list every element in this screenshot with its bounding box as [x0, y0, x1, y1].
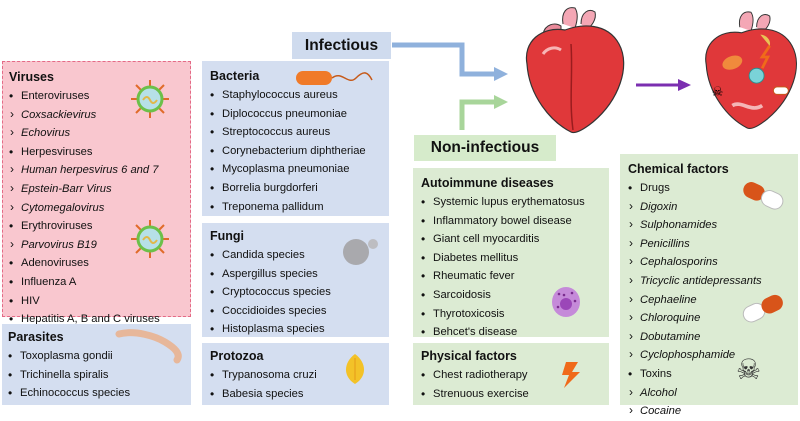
worm-icon — [115, 329, 182, 364]
pill-icon — [743, 182, 784, 210]
pill-icon — [742, 294, 783, 323]
sub-list-item: Tricyclic antidepressants — [628, 271, 798, 291]
heart-icon — [525, 7, 625, 134]
sub-list-item: Digoxin — [628, 197, 798, 217]
list-item: Treponema pallidum — [210, 198, 389, 217]
sub-list-item: Coxsackievirus — [9, 105, 190, 125]
list-item: Cryptococcus species — [210, 283, 389, 302]
list-item: Enteroviruses — [9, 87, 190, 106]
sub-list-item: Dobutamine — [628, 327, 798, 347]
list-item: Corynebacterium diphtheriae — [210, 142, 389, 161]
arrow-icon — [494, 95, 508, 109]
list-item: Aspergillus species — [210, 265, 389, 284]
list-item: Inflammatory bowel disease — [421, 212, 609, 231]
svg-text:☠: ☠ — [712, 84, 724, 99]
sub-list-item: Parvovirus B19 — [9, 235, 190, 255]
list-item: Drugs — [628, 179, 798, 198]
list-item: Borrelia burgdorferi — [210, 179, 389, 198]
list-item: Influenza A — [9, 273, 190, 292]
immune-cell-icon — [552, 287, 580, 317]
virus-icon — [131, 80, 169, 118]
viruses-title: Viruses — [9, 70, 54, 84]
list-item: Behcet's disease — [421, 323, 609, 342]
bacterium-icon — [296, 71, 373, 85]
sub-list-item: Chloroquine — [628, 308, 798, 328]
physical-list: Chest radiotherapyStrenuous exercise — [421, 366, 609, 403]
damaged-heart-icon: ☠ — [705, 11, 797, 129]
parasites-list: Toxoplasma gondiiTrichinella spiralisEch… — [8, 347, 191, 403]
sub-list-item: Alcohol — [628, 383, 798, 403]
fungi-list: Candida speciesAspergillus speciesCrypto… — [210, 246, 389, 339]
sub-list-item: Sulphonamides — [628, 215, 798, 235]
list-item: Strenuous exercise — [421, 385, 609, 404]
list-item: Thyrotoxicosis — [421, 305, 609, 324]
list-item: Echinococcus species — [8, 384, 191, 403]
sub-list-item: Epstein-Barr Virus — [9, 179, 190, 199]
bacteria-list: Staphylococcus aureusDiplococcus pneumon… — [210, 86, 389, 216]
list-item: Sarcoidosis — [421, 286, 609, 305]
protozoa-list: Trypanosoma cruziBabesia species — [210, 366, 389, 403]
infectious-title: Infectious — [292, 32, 391, 59]
list-item: Herpesviruses — [9, 143, 190, 162]
list-item: Histoplasma species — [210, 320, 389, 339]
sub-list-item: Echovirus — [9, 123, 190, 143]
lightning-icon — [562, 362, 580, 388]
arrow-icon — [678, 79, 691, 91]
viruses-list: EnterovirusesCoxsackievirusEchovirusHerp… — [9, 87, 190, 329]
list-item: Systemic lupus erythematosus — [421, 193, 609, 212]
sub-list-item: Cocaine — [628, 401, 798, 421]
fungus-spore-icon — [343, 239, 378, 265]
virus-icon — [131, 220, 169, 258]
sub-list-item: Cytomegalovirus — [9, 198, 190, 218]
list-item: Toxins — [628, 365, 798, 384]
sub-list-item: Human herpesvirus 6 and 7 — [9, 160, 190, 180]
list-item: Toxoplasma gondii — [8, 347, 191, 366]
list-item: Babesia species — [210, 385, 389, 404]
list-item: Adenoviruses — [9, 254, 190, 273]
viruses-panel: Viruses EnterovirusesCoxsackievirusEchov… — [2, 61, 191, 328]
sub-list-item: Cyclophosphamide — [628, 345, 798, 365]
list-item: Diabetes mellitus — [421, 249, 609, 268]
parasites-title: Parasites — [8, 330, 64, 344]
sub-list-item: Cephaeline — [628, 290, 798, 310]
skull-crossbones-icon: ☠ — [736, 354, 762, 385]
list-item: Hepatitis A, B and C viruses — [9, 310, 190, 329]
list-item: Staphylococcus aureus — [210, 86, 389, 105]
list-item: Trichinella spiralis — [8, 366, 191, 385]
list-item: Mycoplasma pneumoniae — [210, 160, 389, 179]
protozoa-icon — [345, 354, 365, 384]
protozoa-title: Protozoa — [210, 349, 264, 363]
list-item: Erythroviruses — [9, 217, 190, 236]
sub-list-item: Cephalosporins — [628, 252, 798, 272]
noninfectious-title: Non-infectious — [414, 135, 556, 161]
chemical-title: Chemical factors — [628, 162, 729, 176]
autoimmune-title: Autoimmune diseases — [421, 176, 554, 190]
list-item: Streptococcus aureus — [210, 123, 389, 142]
autoimmune-list: Systemic lupus erythematosusInflammatory… — [421, 193, 609, 342]
list-item: Chest radiotherapy — [421, 366, 609, 385]
fungi-title: Fungi — [210, 229, 245, 243]
arrow-icon — [392, 42, 494, 77]
arrow-icon — [494, 67, 508, 81]
arrow-icon — [459, 99, 494, 130]
bacteria-title: Bacteria — [210, 69, 260, 83]
list-item: Coccidioides species — [210, 302, 389, 321]
list-item: Trypanosoma cruzi — [210, 366, 389, 385]
list-item: Giant cell myocarditis — [421, 230, 609, 249]
bacteria-panel: Bacteria Staphylococcus aureusDiplococcu… — [202, 61, 389, 216]
sub-list-item: Penicillins — [628, 234, 798, 254]
list-item: Diplococcus pneumoniae — [210, 105, 389, 124]
list-item: Rheumatic fever — [421, 267, 609, 286]
physical-title: Physical factors — [421, 349, 517, 363]
list-item: Candida species — [210, 246, 389, 265]
list-item: HIV — [9, 292, 190, 311]
